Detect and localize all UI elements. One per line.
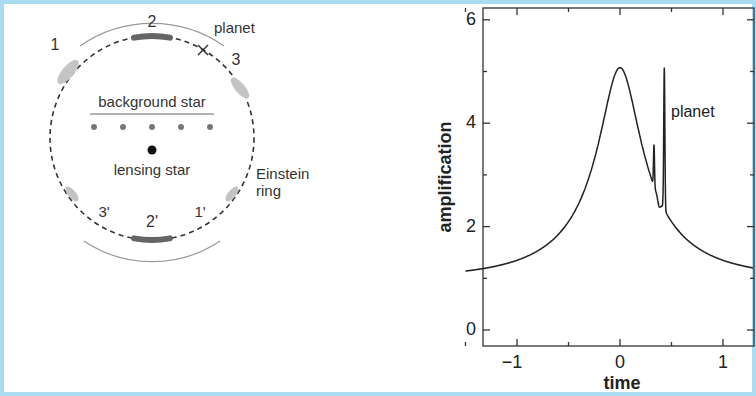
track-label: background star [98, 94, 206, 111]
tick-label: 0 [466, 320, 476, 340]
motion-arc [84, 241, 220, 262]
tick-label: 4 [466, 113, 476, 133]
image-arc [134, 238, 170, 240]
callout-number: 1' [194, 204, 205, 221]
callout-number: 2' [146, 213, 158, 231]
ring-label: Einstein ring [256, 166, 322, 199]
lens-star-dot [148, 146, 157, 155]
callout-number: 2 [148, 13, 157, 31]
image-blob [63, 185, 81, 204]
axis-title: time [603, 374, 640, 394]
einstein-ring [50, 36, 254, 240]
image-blob [54, 57, 82, 88]
track-line [90, 113, 214, 114]
planet-mark [198, 45, 208, 55]
star-label: lensing star [114, 162, 191, 179]
tick-label: 6 [466, 10, 476, 30]
image-blob [228, 75, 252, 101]
callout-number: 3' [98, 204, 109, 221]
tick-label: 1 [718, 353, 728, 373]
callout-number: 3 [232, 51, 241, 69]
plot-frame [483, 8, 754, 346]
tick-label: 0 [615, 353, 625, 373]
axis-ticks [466, 8, 756, 346]
image-arc [134, 36, 170, 38]
light-curve [466, 67, 753, 271]
curve-label: planet [671, 103, 715, 121]
image-blob [223, 185, 241, 204]
callout-number: 1 [51, 36, 60, 54]
tick-label: 2 [466, 217, 476, 237]
star-track [91, 124, 213, 130]
axis-title: amplification [436, 121, 456, 232]
tick-label: −1 [502, 353, 523, 373]
planet-label: planet [214, 20, 255, 37]
